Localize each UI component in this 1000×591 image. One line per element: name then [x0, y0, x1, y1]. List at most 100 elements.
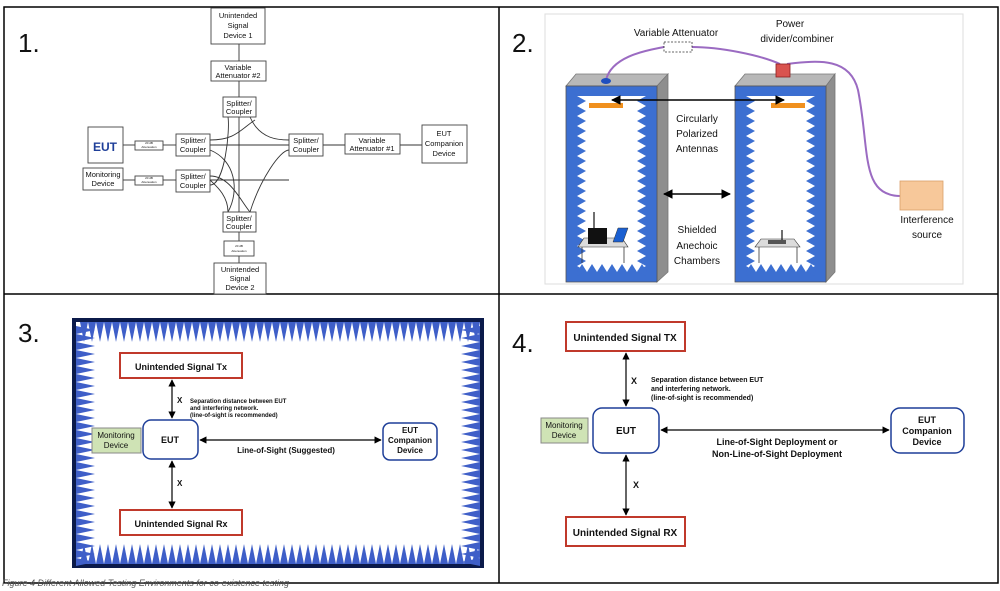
absorber-spike: [168, 322, 176, 342]
absorber-spike: [312, 544, 320, 564]
absorber-spike: [288, 544, 296, 564]
absorber-spike: [577, 186, 586, 196]
absorber-spike: [264, 544, 272, 564]
absorber-spike: [746, 106, 755, 116]
absorber-spike: [577, 196, 586, 206]
absorber-spike: [400, 544, 408, 564]
p2-circularly-line2: Polarized: [676, 129, 718, 140]
absorber-spike: [336, 322, 344, 342]
absorber-spike: [76, 494, 95, 502]
panel-1-boxes: [82, 7, 468, 295]
absorber-spike: [577, 264, 587, 272]
absorber-spike: [96, 322, 104, 342]
absorber-spike: [272, 322, 280, 342]
absorber-spike: [152, 322, 160, 342]
p1-att-small-2-line2: Attenuation: [141, 180, 157, 184]
absorber-spike: [577, 236, 586, 246]
absorber-spike: [76, 358, 95, 366]
absorber-spike: [461, 542, 480, 550]
absorber-spike: [160, 544, 168, 564]
p2-circularly-line3: Antennas: [676, 144, 718, 155]
absorber-spike: [208, 544, 216, 564]
absorber-spike: [806, 106, 815, 116]
absorber-spike: [637, 186, 646, 196]
absorber-spike: [76, 438, 95, 446]
absorber-spike: [806, 236, 815, 246]
p4-rx-label: Unintended Signal RX: [573, 528, 678, 539]
absorber-spike: [627, 264, 637, 272]
p2-antenna-left: [589, 103, 623, 108]
figure-caption: Figure 4 Different Allowed Testing Envir…: [2, 578, 289, 588]
absorber-spike: [136, 322, 144, 342]
absorber-spike: [184, 544, 192, 564]
p1-att-small-1-line1: 20 dB: [145, 141, 153, 145]
absorber-spike: [224, 544, 232, 564]
absorber-spike: [120, 322, 128, 342]
absorber-spike: [104, 544, 112, 564]
absorber-spike: [360, 544, 368, 564]
absorber-spike: [461, 358, 480, 366]
p1-splitter-top-line1: Splitter/: [226, 99, 252, 108]
absorber-spike: [144, 544, 152, 564]
absorber-spike: [746, 116, 755, 126]
absorber-spike: [456, 544, 464, 564]
p2-device-right: [754, 230, 801, 263]
p4-companion-line1: EUT: [918, 415, 937, 425]
absorber-spike: [637, 166, 646, 176]
absorber-spike: [76, 502, 95, 510]
p4-unintended-rx: [565, 516, 686, 547]
absorber-spike: [416, 322, 424, 342]
absorber-spike: [392, 322, 400, 342]
absorber-spike: [76, 518, 95, 526]
absorber-spike: [806, 136, 815, 146]
absorber-spike: [76, 374, 95, 382]
absorber-spike: [76, 478, 95, 486]
p1-splitter-right-line1: Splitter/: [293, 136, 319, 145]
absorber-spike: [224, 322, 232, 342]
absorber-spike: [368, 322, 376, 342]
absorber-spike: [806, 206, 815, 216]
absorber-spike: [746, 206, 755, 216]
absorber-spike: [368, 544, 376, 564]
absorber-spike: [280, 322, 288, 342]
absorber-spike: [76, 550, 95, 558]
absorber-spike: [746, 166, 755, 176]
absorber-spike: [76, 542, 95, 550]
panel-1-wires: [123, 44, 422, 263]
absorber-spike: [587, 264, 597, 272]
p2-laptop-left: [577, 212, 629, 263]
p3-companion-line3: Device: [397, 446, 423, 455]
absorber-spike: [806, 196, 815, 206]
absorber-spike: [76, 430, 95, 438]
absorber-spike: [461, 326, 480, 334]
p3-los-label: Line-of-Sight (Suggested): [237, 446, 335, 455]
p3-rx-label: Unintended Signal Rx: [134, 519, 227, 529]
absorber-spike: [296, 322, 304, 342]
p4-separation-line3: (line-of-sight is recommended): [651, 395, 753, 402]
p1-splitter-bottom-line1: Splitter/: [226, 214, 252, 223]
absorber-spike: [746, 156, 755, 166]
p1-eut-companion-line1: EUT: [437, 129, 452, 138]
p3-monitoring-line1: Monitoring: [97, 431, 134, 440]
p2-shielded-line3: Chambers: [674, 256, 720, 267]
absorber-spike: [637, 116, 646, 126]
absorber-spike: [248, 544, 256, 564]
absorber-spike: [96, 544, 104, 564]
absorber-spike: [432, 544, 440, 564]
absorber-spike: [128, 322, 136, 342]
absorber-spike: [746, 246, 755, 256]
absorber-spike: [461, 374, 480, 382]
absorber-spike: [461, 454, 480, 462]
absorber-spike: [256, 322, 264, 342]
absorber-spike: [461, 382, 480, 390]
panel-1: 1.: [18, 7, 468, 295]
absorber-spike: [461, 342, 480, 350]
p3-companion-box: [382, 422, 438, 461]
p3-x-bottom: X: [177, 479, 183, 488]
absorber-spike: [76, 406, 95, 414]
absorber-spike: [168, 544, 176, 564]
absorber-spike: [461, 398, 480, 406]
absorber-spike: [76, 446, 95, 454]
absorber-spike: [461, 550, 480, 558]
absorber-spike: [248, 322, 256, 342]
